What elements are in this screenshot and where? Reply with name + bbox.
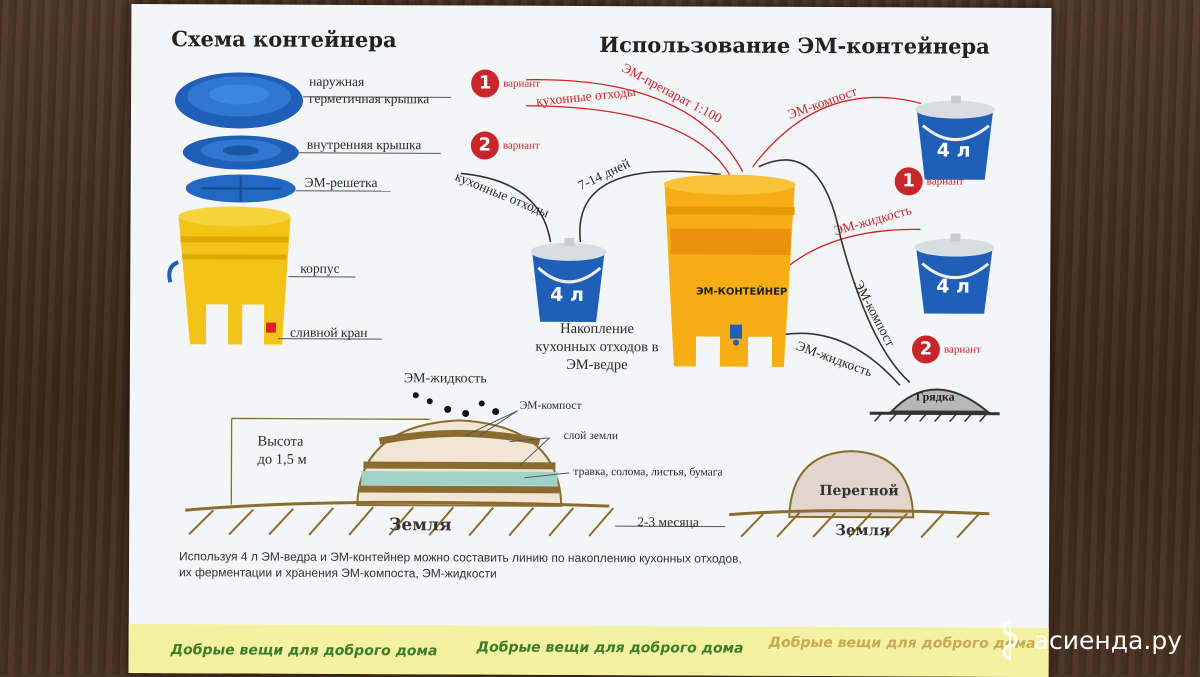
variant-1-badge: 1 — [471, 69, 499, 97]
body-label: корпус — [300, 261, 339, 277]
tap-label: сливной кран — [290, 325, 368, 341]
soil-layer-label: слой земли — [564, 430, 619, 442]
footer-band: Добрые вещи для доброго дома Добрые вещи… — [129, 624, 1049, 677]
caption-text: Используя 4 л ЭМ-ведра и ЭМ-контейнер мо… — [179, 548, 939, 583]
small-bucket-graphic-top-right — [915, 95, 995, 179]
garden-bed-label: Грядка — [916, 389, 955, 404]
usage-title: Использование ЭМ-контейнера — [599, 32, 990, 59]
variant-2-badge: 2 — [471, 131, 499, 159]
container-label: ЭМ-КОНТЕЙНЕР — [696, 286, 787, 297]
small-bucket-graphic-bottom-right — [914, 233, 994, 313]
watermark-logo-icon — [998, 618, 1022, 662]
leaflet-sheet: Схема контейнера Использование ЭМ-контей… — [129, 4, 1052, 677]
ground-label-2: Земля — [835, 521, 890, 539]
watermark-text: асиенда.ру — [1034, 626, 1182, 655]
em-grate-graphic — [186, 174, 296, 202]
duration-label: 2-3 месяца — [637, 514, 699, 530]
humus-label: Перегной — [819, 483, 898, 499]
bucket-volume-bottom-right: 4 л — [936, 276, 970, 298]
variant-2-label-right: вариант — [944, 344, 981, 356]
grate-label: ЭМ-решетка — [305, 175, 378, 191]
variant-2-label: вариант — [503, 140, 540, 152]
outer-lid-graphic — [175, 72, 303, 129]
compost-pile-graphic — [357, 420, 561, 506]
slogan-1: Добрые вещи для доброго дома — [171, 642, 438, 659]
slogan-2: Добрые вещи для доброго дома — [477, 640, 744, 657]
em-liquid-pile-label: ЭМ-жидкость — [404, 371, 487, 387]
ground-label: Земля — [389, 515, 451, 535]
slogan-3: Добрые вещи для доброго дома — [769, 635, 1036, 652]
small-bucket-graphic-left — [530, 238, 606, 322]
inner-lid-graphic — [183, 135, 299, 170]
em-drops-graphic — [413, 392, 500, 417]
grass-layer-label: травка, солома, листья, бумага — [573, 466, 722, 479]
variant-1-label-right: вариант — [927, 175, 964, 187]
bucket-volume-left: 4 л — [550, 284, 584, 306]
height-label: Высота до 1,5 м — [257, 433, 306, 469]
em-compost-pile-label: ЭМ-компост — [520, 400, 582, 412]
em-container-graphic — [663, 174, 796, 369]
variant-1-badge-right: 1 — [895, 167, 923, 195]
inner-lid-label: внутренняя крышка — [307, 137, 422, 153]
variant-1-label: вариант — [503, 78, 540, 90]
outer-lid-label: наружная герметичная крышка — [309, 73, 429, 108]
bucket-volume-top-right: 4 л — [937, 140, 971, 162]
accumulation-caption: Накопление кухонных отходов в ЭМ-ведре — [522, 320, 672, 375]
scheme-title: Схема контейнера — [171, 26, 396, 52]
variant-2-badge-right: 2 — [912, 335, 940, 363]
container-body-graphic — [169, 206, 291, 347]
